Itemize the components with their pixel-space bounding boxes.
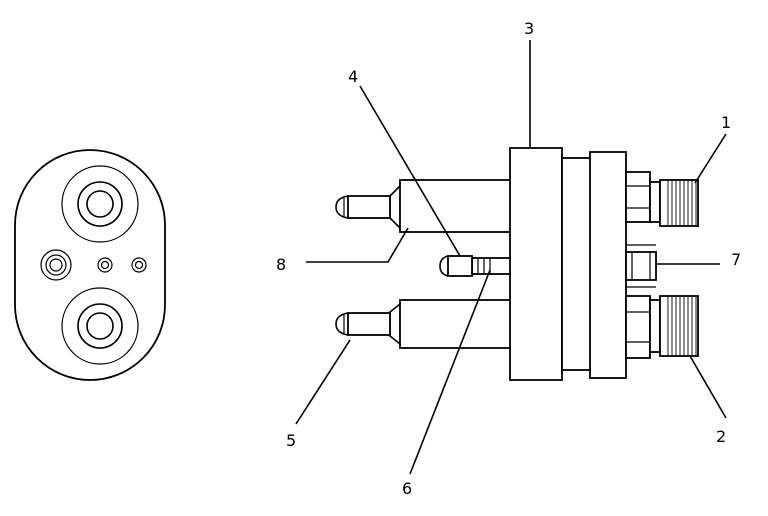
- upper-thread-lines: [667, 181, 697, 225]
- middle-plug: [625, 251, 657, 281]
- callout-3: 3: [524, 19, 534, 38]
- lower-stem: [347, 312, 391, 336]
- upper-fitting-collar: [649, 181, 661, 223]
- leader-2: [689, 355, 727, 419]
- intermediate-block: [561, 157, 593, 371]
- end-view-hole-center-outer: [97, 257, 113, 273]
- upper-hex-nut: [625, 171, 651, 223]
- lower-valve-body: [399, 299, 513, 349]
- end-view-lower-port-bore: [86, 312, 114, 340]
- end-view-upper-port-bore: [86, 190, 114, 218]
- end-view-pilot-mid: [45, 254, 67, 276]
- end-view-hole-right-inner: [134, 260, 144, 270]
- callout-8: 8: [276, 255, 286, 274]
- end-view-upper-port-ring: [77, 181, 123, 227]
- end-view-lower-port-ring: [77, 303, 123, 349]
- callout-6: 6: [402, 479, 412, 498]
- callout-4: 4: [348, 67, 358, 86]
- lower-body-taper: [389, 303, 401, 345]
- leader-8: [306, 227, 409, 263]
- upper-body-taper: [389, 185, 401, 229]
- lower-fitting-collar: [649, 299, 661, 353]
- center-plug-tip: [439, 255, 449, 277]
- center-plug-hex: [447, 255, 473, 277]
- end-view-upper-port-outer: [61, 165, 139, 243]
- rear-plate: [589, 151, 627, 379]
- main-flange: [509, 147, 563, 381]
- callout-2: 2: [716, 427, 726, 446]
- end-view-pilot-outer: [40, 249, 72, 281]
- leader-4: [359, 85, 461, 257]
- side-view: [335, 147, 699, 381]
- lower-hex-nut: [625, 295, 651, 359]
- leader-5: [295, 339, 351, 425]
- leader-6: [409, 269, 491, 475]
- end-view: [14, 149, 166, 381]
- end-view-outline: [14, 149, 166, 381]
- lower-stem-tip: [335, 312, 349, 336]
- upper-stem-tip: [335, 195, 349, 219]
- callout-7: 7: [731, 250, 741, 269]
- callout-5: 5: [286, 431, 296, 450]
- end-view-lower-port-outer: [61, 287, 139, 365]
- end-view-hole-right-outer: [131, 257, 147, 273]
- leader-1: [694, 133, 727, 184]
- callout-1: 1: [721, 113, 731, 132]
- end-view-pilot-inner: [49, 258, 63, 272]
- upper-valve-body: [399, 179, 513, 233]
- callout-labels: 1 2 3 4 5 6 7 8: [276, 19, 741, 498]
- upper-stem: [347, 195, 391, 219]
- lower-thread-lines: [667, 297, 697, 355]
- leader-lines: [295, 40, 727, 475]
- end-view-hole-center-inner: [100, 260, 110, 270]
